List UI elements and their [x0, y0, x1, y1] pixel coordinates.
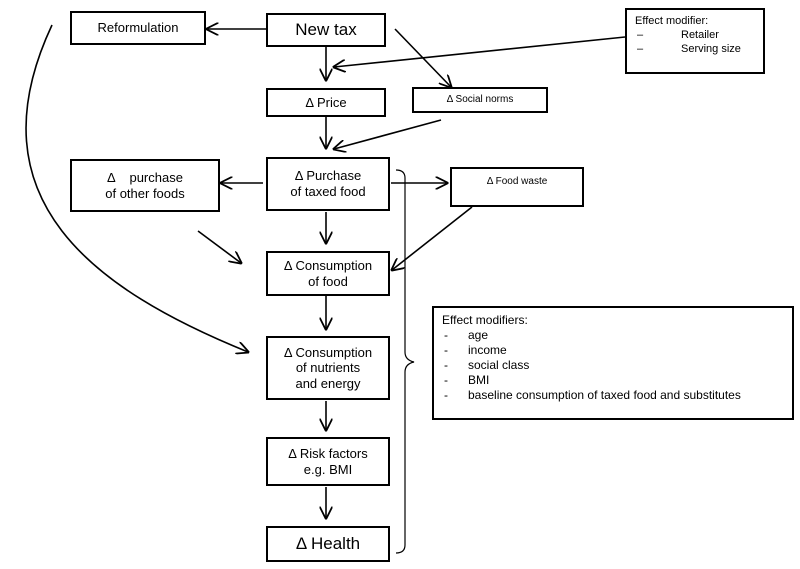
- arrow-effectmodifier-to-newtax-path: [334, 36, 626, 67]
- risk-factors-line2: e.g. BMI: [303, 461, 353, 477]
- effect-modifiers-item: baseline consumption of taxed food and s…: [442, 388, 784, 403]
- curly-brace: [395, 169, 415, 554]
- reformulation-label: Reformulation: [97, 20, 179, 36]
- purchase-other-line1: Δ purchase: [107, 169, 183, 185]
- effect-modifiers-box: Effect modifiers: age income social clas…: [432, 306, 794, 420]
- risk-factors-node: Δ Risk factors e.g. BMI: [266, 437, 390, 486]
- arrow-socialnorms-to-purchase: [334, 119, 442, 149]
- purchase-taxed-line1: Δ Purchase: [294, 168, 362, 184]
- consumption-nutrients-line1: Δ Consumption: [283, 344, 373, 360]
- effect-modifier-retailer-box: Effect modifier: Retailer Serving size: [625, 8, 765, 74]
- effect-modifier-title: Effect modifier:: [635, 15, 709, 27]
- consumption-food-line2: of food: [308, 273, 348, 289]
- social-norms-node: Δ Social norms: [412, 87, 548, 113]
- price-label: Δ Price: [305, 94, 347, 110]
- social-norms-label: Δ Social norms: [446, 94, 514, 105]
- arrow-foodwaste-to-consumption: [392, 206, 473, 270]
- purchase-other-foods-node: Δ purchase of other foods: [70, 159, 220, 212]
- effect-modifiers-item: social class: [442, 358, 784, 373]
- consumption-food-line1: Δ Consumption: [283, 257, 373, 273]
- purchase-other-line2: of other foods: [105, 185, 185, 201]
- consumption-nutrients-line2: of nutrients: [295, 360, 361, 376]
- health-label: Δ Health: [295, 533, 361, 553]
- food-waste-node: Δ Food waste: [450, 167, 584, 207]
- consumption-nutrients-node: Δ Consumption of nutrients and energy: [266, 336, 390, 400]
- food-waste-label: Δ Food waste: [486, 176, 548, 187]
- health-node: Δ Health: [266, 526, 390, 562]
- new-tax-label: New tax: [295, 19, 357, 39]
- price-node: Δ Price: [266, 88, 386, 117]
- effect-modifiers-item: income: [442, 343, 784, 358]
- risk-factors-line1: Δ Risk factors: [288, 445, 368, 461]
- consumption-nutrients-line3: and energy: [295, 375, 361, 391]
- arrow-reformulation-to-nutrients: [25, 24, 248, 352]
- effect-modifier-item: Serving size: [635, 43, 755, 57]
- effect-modifier-item: Retailer: [635, 29, 755, 43]
- arrow-otherfoods-to-consumption: [197, 230, 241, 263]
- purchase-taxed-line2: of taxed food: [290, 184, 366, 199]
- consumption-food-node: Δ Consumption of food: [266, 251, 390, 296]
- effect-modifiers-item: BMI: [442, 373, 784, 388]
- effect-modifiers-item: age: [442, 328, 784, 343]
- effect-modifiers-title: Effect modifiers:: [442, 313, 528, 327]
- new-tax-node: New tax: [266, 13, 386, 47]
- purchase-taxed-food-node: Δ Purchase of taxed food: [266, 157, 390, 211]
- reformulation-node: Reformulation: [70, 11, 206, 45]
